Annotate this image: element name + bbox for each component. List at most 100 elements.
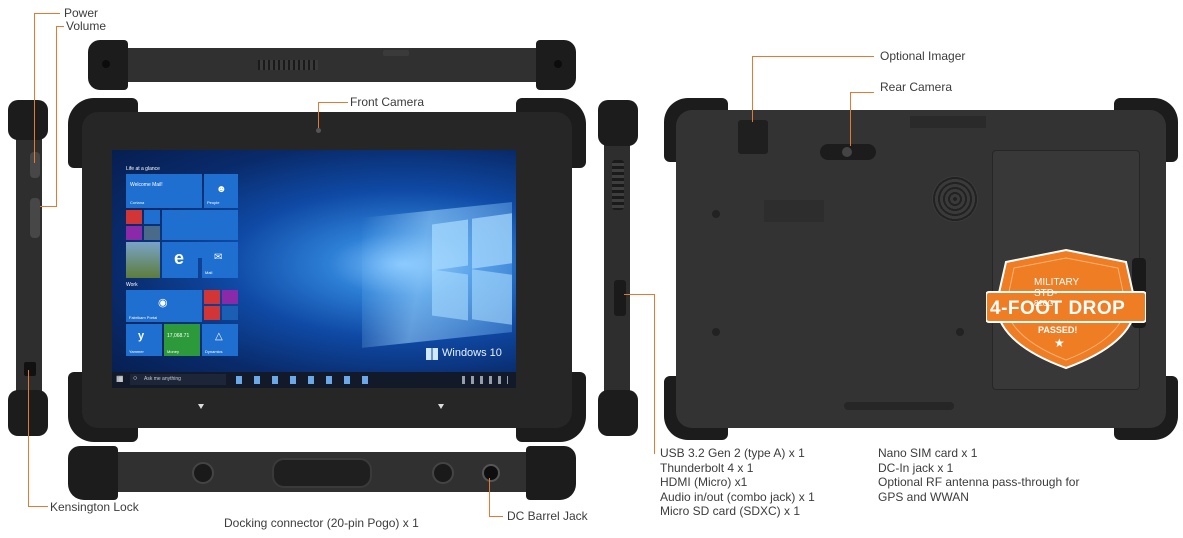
spec-left-item: HDMI (Micro) x1 [660,475,748,489]
label-docking-connector: Docking connector (20-pin Pogo) x 1 [224,516,419,530]
back-screw-1 [712,210,720,218]
tile-photos[interactable] [144,226,160,240]
windows-hero-pane-4 [472,269,512,325]
leader-power-v [34,13,35,163]
taskbar-app-icons [236,376,376,384]
globe-icon: ◉ [158,297,168,309]
badge-banner [986,291,1146,323]
back-bottom-slot [844,402,954,410]
left-side-top-bumper [8,100,48,140]
top-edge-body [108,48,556,82]
docking-connector-port [272,458,372,488]
cortana-search-box[interactable]: ○ Ask me anything [130,374,226,385]
tile-money-value: 17,068.71 [167,333,190,339]
label-dc-barrel-jack: DC Barrel Jack [507,509,588,523]
start-menu-life-heading: Life at a glance [126,166,160,172]
badge-line3: 810G [1034,299,1054,308]
leader-front-camera-v [318,102,319,128]
tile-office-4[interactable] [222,306,238,320]
back-screw-2 [712,328,720,336]
tile-people-label: People [207,200,220,205]
volume-rocker[interactable] [30,198,40,238]
tile-office-1[interactable] [204,290,220,304]
leader-volume-v [56,26,57,206]
top-edge-vent [258,60,318,70]
tile-office-3[interactable] [204,306,220,320]
leader-imager-v [752,56,753,122]
tile-mail-small[interactable]: ✉ Mail [202,242,238,278]
spec-right-item: Optional RF antenna pass-through for [878,475,1080,489]
leader-front-camera-h [318,102,348,103]
spec-right-item: DC-In jack x 1 [878,460,954,475]
windows-hero-pane-2 [472,213,512,269]
tablet-right-side-view [596,100,640,440]
tile-fabrikam[interactable]: ◉ Fabrikam Portal [126,290,202,322]
edge-icon: e [174,248,185,268]
top-edge-screw-right [554,60,562,68]
badge-line2: STD- [1034,288,1058,299]
front-bezel-marker-right [438,404,444,409]
tablet-top-edge-view [88,40,576,92]
bottom-edge-left-bumper [68,446,118,500]
leader-kensington-v [28,370,29,506]
tile-photo-landscape[interactable] [126,242,160,278]
leader-dc-barrel-h [489,516,503,517]
tablet-screen: Life at a glance Welcome Mail! Cortana ☻… [112,150,516,388]
dc-barrel-jack-port [482,464,500,482]
tile-yammer-label: Yammer [129,349,144,354]
back-label-area-2 [764,200,824,222]
military-drop-badge [986,248,1146,370]
label-front-camera: Front Camera [350,95,425,109]
right-side-grip [612,160,624,210]
tile-dynamics-label: Dynamics [205,349,223,354]
kensington-lock-slot [24,362,36,376]
optional-imager-window [738,120,768,154]
bottom-edge-right-bumper [526,446,576,500]
start-button-icon[interactable]: ▦ [116,374,124,383]
tile-skype[interactable] [144,210,160,224]
tile-office-2[interactable] [222,290,238,304]
bottom-screw-left [192,462,214,484]
speaker-grille [932,176,978,222]
search-placeholder: Ask me anything [144,376,181,382]
tile-office-red[interactable] [126,210,142,224]
leader-right-ports-h [624,294,654,295]
rear-camera-lens [842,147,852,157]
tile-mail[interactable]: Welcome Mail! Cortana [126,174,202,208]
tile-fabrikam-label: Fabrikam Portal [129,315,158,320]
start-menu-work-heading: Work [126,282,138,288]
label-power: Power [64,6,99,20]
windows-logo [426,348,438,360]
back-label-area [910,116,986,128]
system-tray [462,376,508,384]
label-kensington-lock: Kensington Lock [50,500,139,514]
spec-right-item: Nano SIM card x 1 [878,446,978,460]
spec-list-left: USB 3.2 Gen 2 (type A) x 1 Thunderbolt 4… [660,446,815,519]
dynamics-icon: △ [215,331,223,342]
leader-dc-barrel-v [489,478,490,516]
leader-imager-h [752,56,874,57]
tile-people[interactable]: ☻ People [204,174,238,208]
tile-edge-main[interactable]: e [162,242,198,278]
spec-list-right: Nano SIM card x 1 DC-In jack x 1 Optiona… [878,446,1079,504]
badge-headline: 4-FOOT DROP [990,298,1126,319]
port-cover[interactable] [614,280,626,316]
tile-news-feed[interactable] [162,210,238,240]
tile-yammer[interactable]: y Yammer [126,324,162,356]
leader-rear-camera-h [850,92,874,93]
tile-dynamics[interactable]: △ Dynamics [202,324,238,356]
spec-right-item: GPS and WWAN [878,489,969,504]
star-icon: ★ [1054,336,1065,350]
right-side-top-bumper [598,100,638,146]
spec-left-item: Micro SD card (SDXC) x 1 [660,504,801,518]
leader-volume-h [56,26,64,27]
badge-status: PASSED! [1038,325,1078,335]
tile-money[interactable]: 17,068.71 Money [164,324,200,356]
tile-mail-footer: Cortana [130,200,145,205]
cortana-icon: ○ [133,375,138,382]
mail-icon: ✉ [214,252,223,263]
back-screw-3 [956,328,964,336]
power-button[interactable] [30,152,40,178]
tile-onenote[interactable] [126,226,142,240]
top-edge-button [383,50,409,56]
